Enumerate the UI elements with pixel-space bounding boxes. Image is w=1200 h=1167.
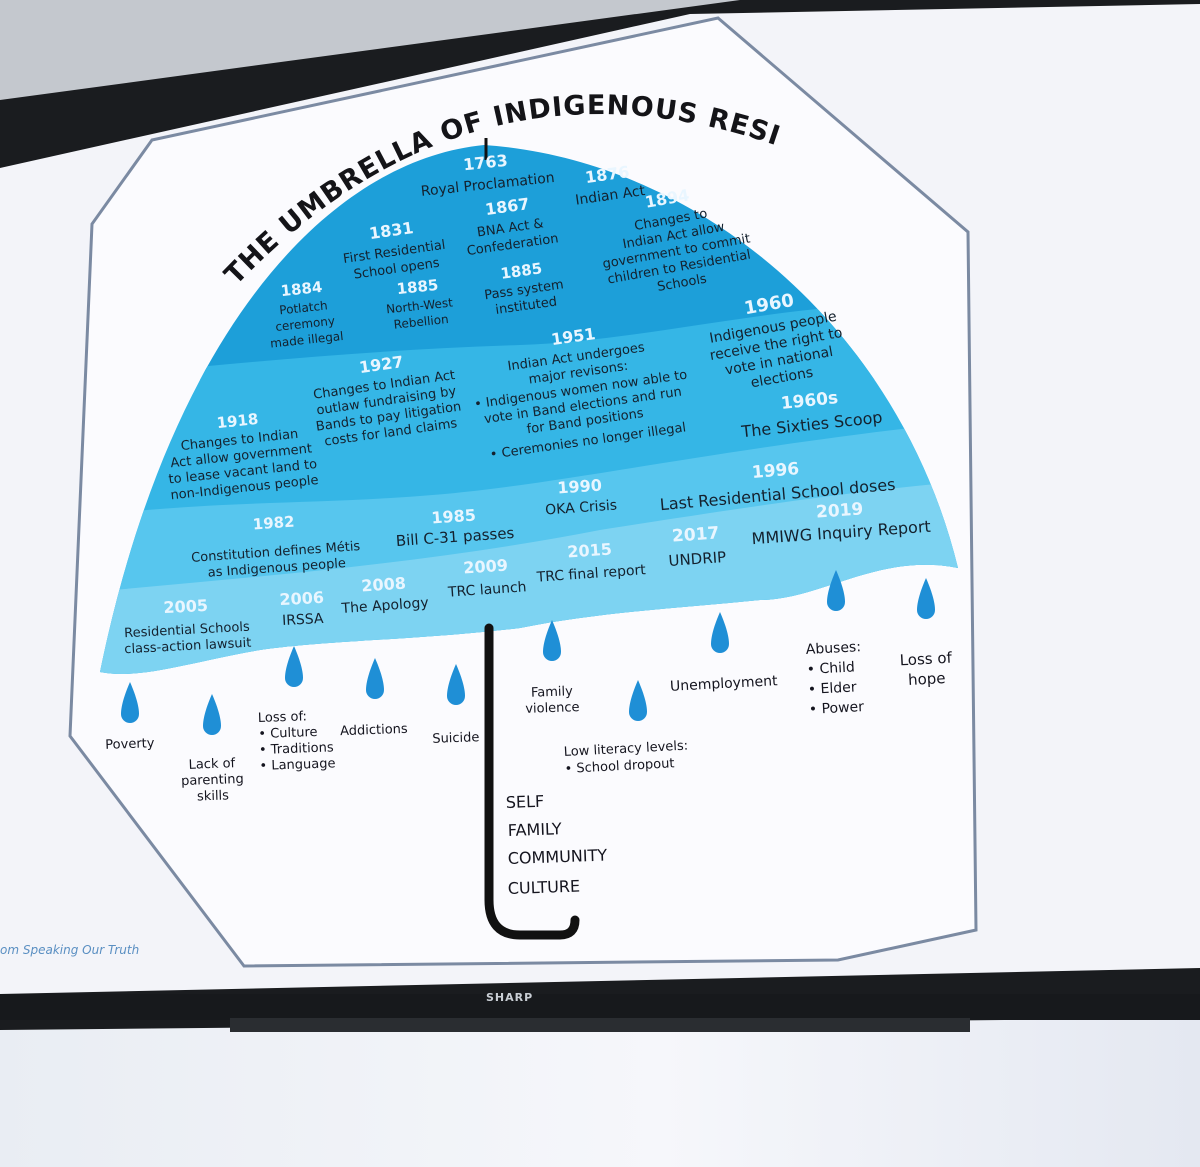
event-year: 1885 bbox=[499, 259, 543, 283]
drop-label-text: Unemployment bbox=[670, 673, 779, 695]
drop-label-text: • Power bbox=[809, 699, 865, 718]
drop-label-text: • School dropout bbox=[564, 756, 675, 777]
event-year: 2019 bbox=[815, 499, 864, 522]
event-year: 2006 bbox=[279, 588, 324, 609]
event-year: 1884 bbox=[280, 278, 323, 300]
raindrop-icon bbox=[285, 646, 303, 687]
drop-label-text: Lack of bbox=[188, 756, 235, 773]
tv-stand bbox=[230, 1018, 970, 1032]
event-year: 2015 bbox=[567, 539, 613, 561]
drop-label-text: • Elder bbox=[807, 679, 857, 698]
event: 1985 Bill C-31 passes bbox=[395, 505, 515, 550]
event-text: The Apology bbox=[340, 595, 429, 617]
raindrop-icon bbox=[917, 578, 935, 619]
drop-label-text: hope bbox=[908, 669, 946, 689]
drop-label-text: Abuses: bbox=[805, 639, 861, 658]
drop-label: Unemployment bbox=[670, 673, 779, 695]
handle-label: FAMILY bbox=[507, 819, 562, 840]
raindrop-icon bbox=[711, 612, 729, 653]
event-year: 1985 bbox=[431, 505, 477, 527]
event: 1894 Changes to Indian Act allow governm… bbox=[601, 185, 752, 295]
event-year: 1885 bbox=[396, 276, 439, 298]
tv-bottom bbox=[0, 994, 1200, 1020]
event-text: Rebellion bbox=[393, 312, 449, 332]
event: 2005 Residential Schools class-action la… bbox=[124, 596, 252, 658]
drop-label: Suicide bbox=[432, 730, 480, 747]
drop-label-text: Suicide bbox=[432, 730, 480, 747]
raindrop-icon bbox=[827, 570, 845, 611]
drop-label-text: Loss of bbox=[899, 649, 953, 670]
event-year: 1763 bbox=[462, 151, 508, 175]
event: 2009 TRC launch bbox=[446, 555, 527, 601]
drop-label: Abuses: • Child • Elder • Power bbox=[805, 639, 864, 718]
event: 2008 The Apology bbox=[340, 573, 429, 617]
raindrop-icon bbox=[543, 620, 561, 661]
drop-label-text: Poverty bbox=[105, 736, 155, 753]
event: 1990 OKA Crisis bbox=[545, 475, 618, 518]
event-year: 2008 bbox=[361, 573, 407, 595]
event-year: 1990 bbox=[557, 475, 603, 497]
handle-label: CULTURE bbox=[507, 876, 580, 898]
event-text: TRC launch bbox=[446, 579, 527, 601]
raindrop-icon bbox=[366, 658, 384, 699]
raindrop-icon bbox=[203, 694, 221, 735]
event-text: North-West bbox=[385, 295, 453, 316]
rain-drops bbox=[121, 570, 935, 735]
source-note: om Speaking Our Truth bbox=[0, 943, 139, 957]
event-text: OKA Crisis bbox=[545, 497, 618, 518]
drop-label: Addictions bbox=[340, 722, 408, 739]
event-year: 1918 bbox=[216, 410, 259, 432]
raindrop-icon bbox=[121, 682, 139, 723]
event-text: ceremony bbox=[275, 314, 336, 334]
event-year: 2017 bbox=[671, 523, 720, 546]
drop-label: Low literacy levels: • School dropout bbox=[563, 739, 688, 777]
event-text: TRC final report bbox=[535, 562, 647, 586]
hardship-labels: Poverty Lack of parenting skills Loss of… bbox=[105, 639, 953, 804]
drop-label: Loss of hope bbox=[899, 649, 953, 689]
event-text: class-action lawsuit bbox=[124, 636, 252, 658]
event-text: Residential Schools bbox=[124, 620, 251, 642]
event-text: Potlatch bbox=[279, 298, 329, 317]
drop-label-text: • Culture bbox=[258, 725, 318, 742]
event-year: 2009 bbox=[463, 555, 509, 577]
drop-label: Poverty bbox=[105, 736, 155, 753]
drop-label-text: Family bbox=[531, 684, 574, 700]
drop-label-text: Addictions bbox=[340, 722, 408, 739]
drop-label-text: • Child bbox=[806, 659, 855, 677]
drop-label-text: parenting bbox=[181, 772, 244, 789]
raindrop-icon bbox=[629, 680, 647, 721]
event: 2017 UNDRIP bbox=[668, 523, 727, 570]
drop-label-text: Loss of: bbox=[258, 709, 308, 726]
event: 2015 TRC final report bbox=[535, 539, 647, 586]
drop-label: Family violence bbox=[525, 684, 580, 717]
brand-logo: SHARP bbox=[486, 991, 533, 1004]
umbrella-handle bbox=[484, 138, 580, 940]
drop-label: Loss of: • Culture • Traditions • Langua… bbox=[258, 709, 336, 774]
event: 2006 IRSSA bbox=[279, 588, 325, 629]
drop-label: Lack of parenting skills bbox=[181, 756, 244, 804]
handle-label: SELF bbox=[505, 792, 544, 812]
event: 1885 North-West Rebellion bbox=[385, 276, 453, 332]
drop-label-text: • Language bbox=[259, 756, 335, 774]
handle-labels: SELF FAMILY COMMUNITY CULTURE bbox=[505, 792, 607, 898]
event-year: 2005 bbox=[163, 596, 208, 617]
event: 1884 Potlatch ceremony made illegal bbox=[270, 278, 345, 351]
raindrop-icon bbox=[447, 664, 465, 705]
event-year: 1982 bbox=[252, 513, 295, 534]
drop-label-text: skills bbox=[197, 788, 230, 804]
drop-label-text: violence bbox=[525, 700, 580, 717]
event-text: IRSSA bbox=[282, 611, 325, 629]
event-text: UNDRIP bbox=[668, 548, 727, 570]
handle-label: COMMUNITY bbox=[507, 846, 607, 868]
drop-label-text: Low literacy levels: bbox=[563, 739, 688, 760]
event-year: 1996 bbox=[751, 459, 800, 483]
drop-label-text: • Traditions bbox=[259, 740, 334, 758]
